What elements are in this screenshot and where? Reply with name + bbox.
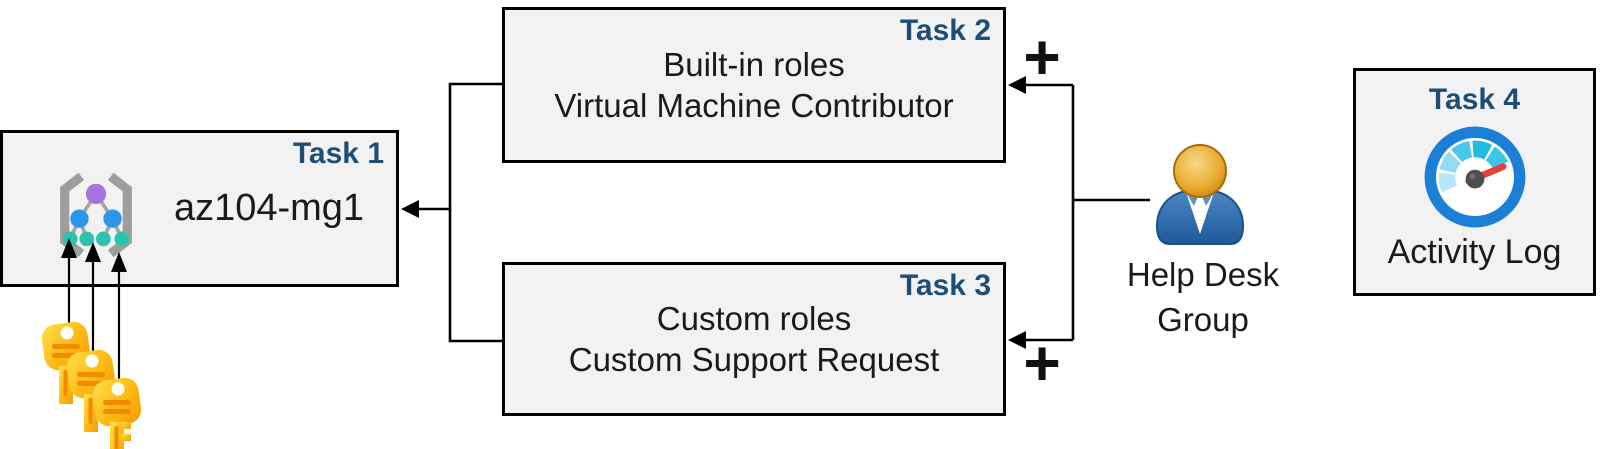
task4-content: Task 4 Activity Log [1356, 71, 1593, 293]
activity-log-gauge-icon [1424, 126, 1525, 228]
task2-line2: Virtual Machine Contributor [554, 87, 954, 124]
task4-box: Task 4 Activity Log [1353, 68, 1596, 296]
task3-line1: Custom roles [656, 300, 852, 337]
task2-box: Task 2 Built-in roles Virtual Machine Co… [502, 7, 1006, 163]
plus-sign-task2: + [1023, 21, 1061, 93]
task1-title: az104-mg1 [173, 187, 365, 229]
arrowhead-into-task1 [401, 200, 419, 218]
key-2 [66, 349, 116, 432]
task4-label: Activity Log [1387, 233, 1562, 271]
task2-badge: Task 2 [899, 14, 991, 47]
help-desk-label-line2: Group [1157, 301, 1249, 338]
task1-badge: Task 1 [292, 137, 384, 170]
task1-box: Task 1 az104-mg1 [0, 130, 399, 287]
task2-line1: Built-in roles [663, 46, 845, 83]
key-1 [41, 321, 91, 404]
task2-text: Built-in roles Virtual Machine Contribut… [505, 10, 1003, 160]
management-group-icon [60, 172, 132, 258]
person-icon [1155, 144, 1245, 245]
help-desk-group-label: Help Desk Group [1108, 252, 1298, 342]
task3-text: Custom roles Custom Support Request [505, 265, 1003, 413]
left-connector-lines [417, 82, 502, 343]
help-desk-label-line1: Help Desk [1126, 256, 1280, 293]
task4-badge: Task 4 [1428, 83, 1521, 116]
key-3 [92, 377, 142, 449]
task3-line2: Custom Support Request [568, 341, 940, 378]
keys-icon [41, 321, 142, 449]
task3-badge: Task 3 [899, 269, 991, 302]
task3-box: Task 3 Custom roles Custom Support Reque… [502, 262, 1006, 416]
plus-sign-task3: + [1023, 327, 1061, 399]
